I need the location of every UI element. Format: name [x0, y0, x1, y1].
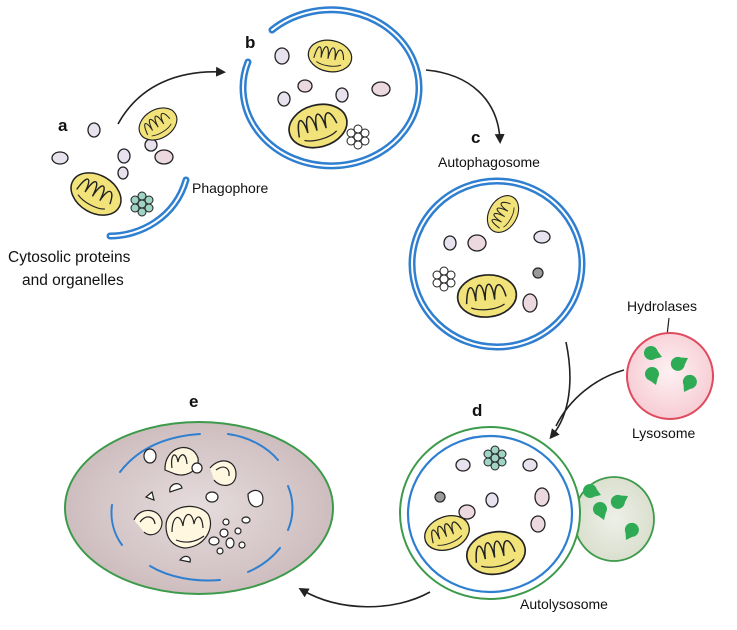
vesicle [277, 91, 291, 107]
lysosome: Hydrolases Lysosome [626, 298, 714, 441]
protein-cluster [432, 266, 456, 292]
stage-b-letter: b [245, 33, 255, 52]
stage-c-letter: c [471, 128, 480, 147]
vesicle [51, 151, 69, 165]
arrow-c-to-d [549, 341, 571, 440]
mitochondrion [283, 97, 353, 155]
protein-cluster [130, 191, 154, 217]
hydrolases-caption: Hydrolases [627, 298, 697, 314]
phagophore-caption: Phagophore [192, 180, 269, 196]
stage-d: d Autolysosome [399, 401, 655, 612]
vesicle [455, 458, 471, 472]
vesicle [443, 235, 457, 251]
mitochondrion [132, 100, 184, 148]
vesicle [533, 230, 551, 244]
stage-a: a Cytosolic proteins and organelles [8, 100, 184, 289]
stage-d-letter: d [472, 401, 482, 420]
vesicle [274, 47, 290, 65]
vesicle [371, 81, 391, 97]
phagophore-membrane [106, 176, 190, 240]
cytosolic-caption-line1: Cytosolic proteins [8, 249, 131, 266]
vesicle [522, 458, 538, 472]
mitochondrion [305, 36, 355, 76]
arrow-d-to-e [298, 587, 431, 608]
stage-a-letter: a [58, 116, 68, 135]
cytosolic-caption-line2: and organelles [22, 272, 124, 289]
degraded-fragments [133, 447, 264, 563]
vesicle [297, 79, 313, 93]
vesicle [154, 149, 174, 165]
arrow-a-to-b [117, 66, 226, 125]
autolysosome-inner-membrane [406, 434, 574, 594]
granule [532, 267, 544, 279]
autolysosome-caption: Autolysosome [520, 596, 608, 612]
lysosome-body [626, 332, 714, 420]
vesicle [530, 515, 546, 533]
arrow-b-to-c [425, 69, 505, 144]
autolysosome-contents [419, 445, 550, 580]
lysosome-caption: Lysosome [632, 425, 696, 441]
vesicle [335, 87, 349, 103]
membrane-fragments [110, 433, 294, 582]
cytosolic-contents [51, 100, 184, 225]
stage-b: b [239, 6, 423, 170]
vesicle [458, 504, 476, 520]
vesicle [117, 166, 129, 180]
vesicle [144, 138, 158, 152]
vesicle [467, 234, 487, 252]
granule [434, 491, 446, 503]
protein-cluster [483, 445, 507, 471]
vesicle [522, 293, 538, 313]
autophagosome-caption: Autophagosome [438, 154, 540, 170]
vesicle [117, 148, 131, 164]
arrow-lysosome-to-d [555, 369, 625, 427]
stage-c: c Autophagosome [408, 128, 586, 351]
vesicle [485, 492, 499, 508]
stage-e-letter: e [189, 392, 198, 411]
vesicle [534, 487, 550, 507]
protein-cluster [346, 124, 370, 150]
engulfed-contents-b [274, 36, 391, 155]
autophagosome-contents [432, 189, 551, 321]
stage-e: e [64, 392, 334, 595]
vesicle [87, 122, 101, 138]
